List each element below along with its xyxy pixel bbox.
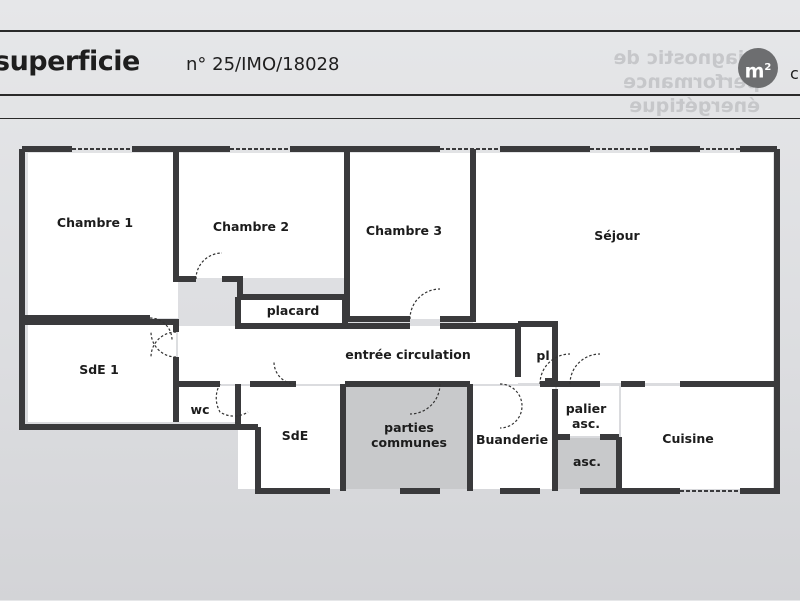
door-swing xyxy=(409,288,441,320)
document-title: superficie xyxy=(0,46,140,77)
show-through-line-2: énergétique xyxy=(629,95,760,117)
room-label-chambre-2: Chambre 2 xyxy=(212,219,290,234)
door-swing xyxy=(215,383,249,417)
wall-segment xyxy=(344,149,476,322)
room-label-asc: asc. xyxy=(572,454,602,469)
wall-segment xyxy=(616,381,777,491)
logo-superscript: 2 xyxy=(764,62,772,73)
walls xyxy=(19,146,780,494)
room-area-entree xyxy=(178,326,518,384)
wall-segment xyxy=(345,381,473,491)
show-through-line-1: Diagnostic de performance xyxy=(613,47,760,93)
room-label-sejour: Séjour xyxy=(594,228,640,243)
door-swing xyxy=(539,353,571,385)
door-swing xyxy=(150,331,177,358)
room-area-cuisine xyxy=(621,386,773,489)
room-area-buanderie xyxy=(472,386,555,489)
logo-trailing-text: c xyxy=(790,64,799,83)
room-label-pl: pl xyxy=(536,348,550,363)
door-swing xyxy=(569,353,601,385)
door-swing xyxy=(195,252,223,280)
room-area-placard xyxy=(240,296,345,326)
document-header: superficie n° 25/IMO/18028 Diagnostic de… xyxy=(0,30,800,117)
room-label-sde-1: SdE 1 xyxy=(79,362,119,377)
m2-logo-icon: m2 xyxy=(738,48,778,88)
floor-plan-frame: Chambre 1 Chambre 2 Chambre 3 Séjour placard… xyxy=(0,118,800,601)
room-area-chambre-2 xyxy=(178,153,348,278)
room-label-cuisine: Cuisine xyxy=(662,431,714,446)
show-through-text: Diagnostic de performance énergétique xyxy=(560,46,760,118)
wall-segment xyxy=(19,149,258,430)
room-area-parties-communes xyxy=(345,386,470,489)
door-swing xyxy=(499,383,523,429)
floor-plan xyxy=(19,146,780,494)
room-label-buanderie: Buanderie xyxy=(475,432,549,447)
logo-text: m xyxy=(744,60,765,83)
room-label-placard: placard xyxy=(266,303,320,318)
room-area-chambre-1 xyxy=(28,153,178,318)
door-swing xyxy=(150,331,177,358)
room-area-asc xyxy=(557,438,619,489)
room-label-entree: entrée circulation xyxy=(345,347,471,362)
room-label-wc: wc xyxy=(190,402,210,417)
room-label-chambre-1: Chambre 1 xyxy=(56,215,134,230)
wall-segment xyxy=(24,315,296,387)
room-area-chambre-3 xyxy=(348,153,473,319)
room-area-palier xyxy=(557,386,619,436)
room-area-pl xyxy=(520,324,555,382)
room-label-chambre-3: Chambre 3 xyxy=(365,223,443,238)
door-swings xyxy=(149,252,601,429)
room-fills xyxy=(28,153,773,489)
door-swing xyxy=(409,383,441,415)
room-label-sde: SdE xyxy=(281,428,309,443)
document-reference: n° 25/IMO/18028 xyxy=(186,54,340,75)
